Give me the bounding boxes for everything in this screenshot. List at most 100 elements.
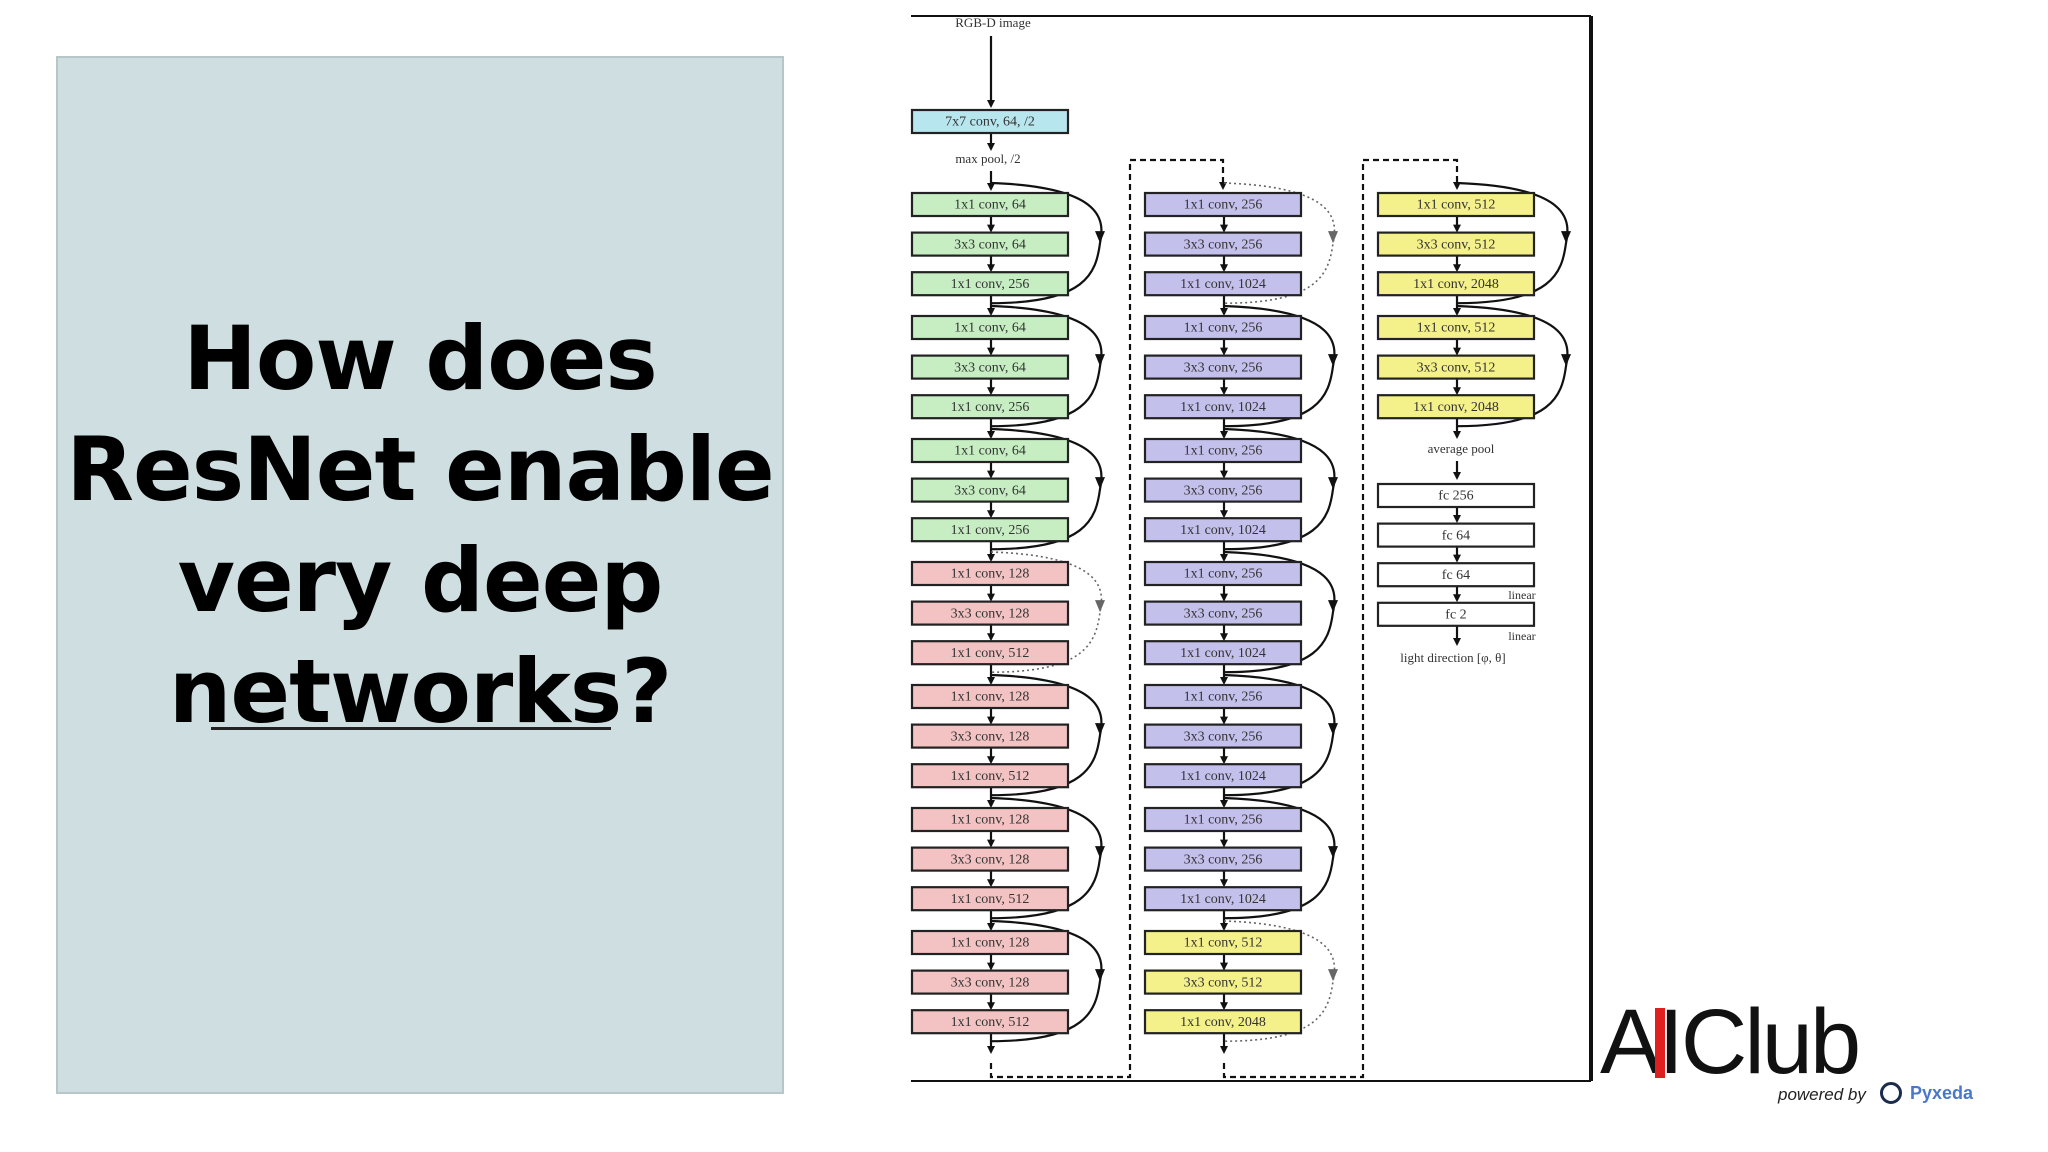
shortcut-arrowhead bbox=[1328, 477, 1338, 490]
layer-block-conv5: 1x1 conv, 2048 bbox=[1376, 394, 1536, 420]
column-connector bbox=[989, 158, 1227, 1079]
output-label: light direction [φ, θ] bbox=[1400, 650, 1505, 665]
layer-block-conv3: 1x1 conv, 128 bbox=[910, 806, 1070, 833]
layer-label: 1x1 conv, 512 bbox=[951, 892, 1030, 907]
layer-label: 1x1 conv, 256 bbox=[1184, 444, 1263, 459]
layer-label: 1x1 conv, 64 bbox=[954, 321, 1026, 336]
layer-label: 1x1 conv, 256 bbox=[1184, 567, 1263, 582]
layer-label: 3x3 conv, 64 bbox=[954, 237, 1026, 252]
layer-label: 1x1 conv, 1024 bbox=[1180, 769, 1266, 784]
layer-label: 3x3 conv, 256 bbox=[1184, 852, 1263, 867]
layer-block-conv4: 1x1 conv, 1024 bbox=[1143, 271, 1303, 297]
layer-label: 1x1 conv, 128 bbox=[951, 936, 1030, 951]
question-panel: How does ResNet enable very deep network… bbox=[56, 56, 784, 1094]
layer-label: 3x3 conv, 256 bbox=[1184, 606, 1263, 621]
layer-label: 1x1 conv, 128 bbox=[951, 690, 1030, 705]
stem-conv-block: 7x7 conv, 64, /2 bbox=[910, 108, 1070, 135]
layer-block-conv3: 1x1 conv, 512 bbox=[910, 1009, 1070, 1035]
shortcut-arrowhead bbox=[1328, 723, 1338, 736]
layer-label: 1x1 conv, 256 bbox=[951, 400, 1030, 415]
layer-label: 1x1 conv, 2048 bbox=[1180, 1015, 1266, 1030]
question-title: How does ResNet enable very deep network… bbox=[66, 307, 774, 743]
layer-label: 3x3 conv, 256 bbox=[1184, 729, 1263, 744]
layer-block-conv4: 1x1 conv, 1024 bbox=[1143, 763, 1303, 789]
layer-block-conv2: 1x1 conv, 64 bbox=[910, 191, 1070, 218]
shortcut-arrowhead bbox=[1095, 354, 1105, 367]
title-underline bbox=[211, 727, 611, 730]
layer-label: 1x1 conv, 64 bbox=[954, 198, 1026, 213]
layer-label: 1x1 conv, 512 bbox=[951, 1015, 1030, 1030]
fc-layer-block: fc 256 bbox=[1376, 482, 1536, 509]
layer-label: 1x1 conv, 1024 bbox=[1180, 277, 1266, 292]
shortcut-arrowhead bbox=[1095, 846, 1105, 859]
layer-block-conv5: 1x1 conv, 512 bbox=[1376, 314, 1536, 341]
layer-label: 1x1 conv, 256 bbox=[1184, 321, 1263, 336]
layer-label: 3x3 conv, 64 bbox=[954, 360, 1026, 375]
layer-block-conv4: 1x1 conv, 1024 bbox=[1143, 517, 1303, 543]
layer-block-conv2: 3x3 conv, 64 bbox=[910, 477, 1070, 503]
layer-block-conv2: 1x1 conv, 64 bbox=[910, 314, 1070, 341]
layer-label: 1x1 conv, 1024 bbox=[1180, 646, 1266, 661]
shortcut-arrowhead bbox=[1328, 846, 1338, 859]
layer-label: 1x1 conv, 256 bbox=[1184, 813, 1263, 828]
layer-label: 3x3 conv, 128 bbox=[951, 975, 1030, 990]
layer-label: 3x3 conv, 256 bbox=[1184, 237, 1263, 252]
activation-label: linear bbox=[1508, 629, 1535, 643]
layer-block-conv4: 1x1 conv, 1024 bbox=[1143, 640, 1303, 666]
layer-block-conv4: 3x3 conv, 256 bbox=[1143, 846, 1303, 872]
layer-label: 3x3 conv, 128 bbox=[951, 852, 1030, 867]
shortcut-arrowhead bbox=[1328, 231, 1338, 244]
layer-label: 3x3 conv, 512 bbox=[1184, 975, 1263, 990]
layer-label: 1x1 conv, 512 bbox=[951, 646, 1030, 661]
layer-label: 1x1 conv, 512 bbox=[1417, 198, 1496, 213]
layer-label: 7x7 conv, 64, /2 bbox=[945, 115, 1035, 130]
layer-block-conv3: 1x1 conv, 128 bbox=[910, 929, 1070, 956]
layer-block-conv2: 1x1 conv, 256 bbox=[910, 517, 1070, 543]
layer-block-conv3: 1x1 conv, 512 bbox=[910, 886, 1070, 912]
layer-block-conv4: 3x3 conv, 256 bbox=[1143, 231, 1303, 257]
layer-block-conv4: 3x3 conv, 256 bbox=[1143, 600, 1303, 626]
layer-label: 1x1 conv, 64 bbox=[954, 444, 1026, 459]
layer-block-conv2: 3x3 conv, 64 bbox=[910, 354, 1070, 380]
layer-block-conv4: 1x1 conv, 256 bbox=[1143, 683, 1303, 710]
layer-label: fc 2 bbox=[1445, 608, 1466, 623]
layer-label: 1x1 conv, 1024 bbox=[1180, 400, 1266, 415]
layer-block-conv3: 3x3 conv, 128 bbox=[910, 600, 1070, 626]
average-pool-label: average pool bbox=[1428, 441, 1495, 456]
layer-block-conv5: 3x3 conv, 512 bbox=[1376, 231, 1536, 257]
diagram-frame bbox=[911, 15, 1593, 1082]
aiclub-logo: AIClub powered by Pyxeda bbox=[1600, 992, 2000, 1112]
fc-layer-block: fc 64 bbox=[1376, 562, 1536, 588]
shortcut-arrowhead bbox=[1328, 969, 1338, 982]
layer-block-conv4: 3x3 conv, 256 bbox=[1143, 723, 1303, 749]
layer-block-conv5: 1x1 conv, 2048 bbox=[1376, 271, 1536, 297]
layer-label: 1x1 conv, 256 bbox=[951, 523, 1030, 538]
input-label: RGB-D image bbox=[955, 15, 1031, 30]
activation-label: linear bbox=[1508, 588, 1535, 602]
layer-label: fc 64 bbox=[1442, 528, 1470, 543]
layer-block-conv3: 3x3 conv, 128 bbox=[910, 846, 1070, 872]
layer-block-conv4: 1x1 conv, 256 bbox=[1143, 560, 1303, 587]
layer-block-conv5: 3x3 conv, 512 bbox=[1143, 969, 1303, 995]
shortcut-arrowhead bbox=[1095, 600, 1105, 613]
layer-label: 1x1 conv, 256 bbox=[1184, 198, 1263, 213]
layer-block-conv3: 3x3 conv, 128 bbox=[910, 723, 1070, 749]
layer-label: 1x1 conv, 1024 bbox=[1180, 892, 1266, 907]
logo-powered-by: powered by bbox=[1778, 1085, 1866, 1104]
layer-label: 1x1 conv, 1024 bbox=[1180, 523, 1266, 538]
layer-block-conv3: 1x1 conv, 512 bbox=[910, 763, 1070, 789]
shortcut-arrowhead bbox=[1561, 231, 1571, 244]
column-connector bbox=[1222, 158, 1461, 1079]
layer-block-conv4: 3x3 conv, 256 bbox=[1143, 477, 1303, 503]
layer-block-conv4: 1x1 conv, 256 bbox=[1143, 314, 1303, 341]
layer-block-conv4: 3x3 conv, 256 bbox=[1143, 354, 1303, 380]
layer-label: 3x3 conv, 128 bbox=[951, 606, 1030, 621]
shortcut-arrowhead bbox=[1095, 477, 1105, 490]
layer-label: fc 256 bbox=[1438, 489, 1473, 504]
layer-label: 1x1 conv, 2048 bbox=[1413, 277, 1499, 292]
layer-label: 1x1 conv, 128 bbox=[951, 567, 1030, 582]
layer-label: 1x1 conv, 256 bbox=[951, 277, 1030, 292]
layer-label: 3x3 conv, 256 bbox=[1184, 483, 1263, 498]
pyxeda-compass-icon bbox=[1880, 1082, 1902, 1104]
max-pool-label: max pool, /2 bbox=[955, 151, 1020, 166]
